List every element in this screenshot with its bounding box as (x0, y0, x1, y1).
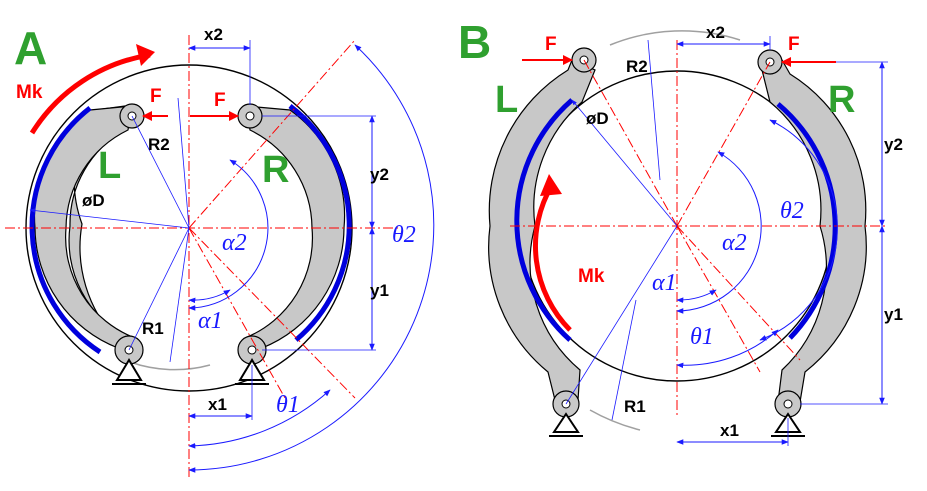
r2-line-b (647, 39, 661, 181)
alpha1-arc-b (676, 289, 717, 303)
r2-label-b: R2 (626, 57, 648, 76)
y2-label-a: y2 (370, 165, 389, 184)
r1-line-a (169, 227, 190, 363)
mk-arrow-a (29, 52, 151, 135)
y1-label-a: y1 (370, 281, 389, 300)
mk-arrow-b (533, 183, 572, 332)
diag-centerline-4-b (583, 59, 678, 227)
y2-label-b: y2 (884, 135, 903, 154)
y1-label-b: y1 (884, 305, 903, 324)
force-right-label-b: F (788, 34, 800, 55)
r1-label-b: R1 (624, 397, 646, 416)
left-lining-a (29, 106, 102, 355)
inner-arc-a (129, 361, 211, 371)
alpha1-arc-a (188, 289, 231, 304)
outer-arc-top-b (609, 30, 741, 46)
pin-link-bottom-a (128, 227, 190, 351)
alpha2-label-a: α2 (222, 230, 247, 256)
pin-bottom-left-a (112, 335, 146, 385)
alpha1-label-b: α1 (652, 270, 677, 296)
r1-line-b (611, 299, 637, 421)
left-lining-b (514, 98, 574, 342)
pin-top-right-a (237, 103, 263, 129)
theta2-label-b: θ2 (780, 198, 804, 224)
right-lining-b (776, 102, 838, 340)
theta1-arc-b (676, 329, 779, 369)
force-left-label-b: F (545, 34, 557, 55)
mk-label-b: Mk (578, 266, 605, 287)
d-label-b: øD (586, 109, 609, 128)
r1-label-a: R1 (142, 319, 164, 338)
panel-title-a: A (14, 22, 47, 74)
diag-centerline-1-b (676, 61, 771, 227)
theta1-arc-a (188, 389, 331, 449)
r2-label-a: R2 (148, 135, 170, 154)
force-right-label-a: F (214, 90, 226, 111)
theta2-arc-b (759, 119, 838, 341)
panel-title-b: B (458, 16, 491, 68)
pin-link-bottom-b (565, 225, 678, 405)
shoe-right-label-a: R (262, 149, 289, 191)
d-line-a (29, 208, 190, 229)
panel-a: A Mk F F L R R2 R1 øD x2 x1 y2 y1 α2 α1 … (5, 22, 435, 480)
x2-label-a: x2 (204, 25, 223, 44)
force-left-label-a: F (150, 86, 162, 107)
alpha1-label-a: α1 (198, 308, 223, 334)
alpha2-arc-b (676, 151, 762, 314)
theta1-label-a: θ1 (276, 392, 300, 418)
d-line-b (571, 99, 678, 227)
d-label-a: øD (82, 191, 105, 210)
r2-line-a (177, 97, 190, 229)
panel-b: B F F L R Mk R2 R1 øD x2 x1 y2 y1 α2 α1 … (458, 16, 903, 446)
x2-label-b: x2 (706, 23, 725, 42)
outer-arc-bottom-b (589, 409, 641, 431)
shoe-left-label-b: L (495, 79, 518, 121)
theta2-label-a: θ2 (392, 222, 416, 248)
x1-label-b: x1 (720, 421, 739, 440)
theta2-arc-a (188, 44, 435, 473)
diag-centerline-2-b (676, 225, 801, 361)
shoe-right-label-b: R (828, 79, 855, 121)
right-shoe-body-b (759, 59, 867, 403)
pin-bottom-left-b (549, 390, 583, 437)
alpha2-label-b: α2 (722, 230, 747, 256)
pin-link-top-a (131, 115, 190, 229)
mk-label-a: Mk (16, 82, 43, 103)
x1-label-a: x1 (208, 395, 227, 414)
theta1-label-b: θ1 (690, 324, 714, 350)
shoe-left-label-a: L (98, 145, 121, 187)
